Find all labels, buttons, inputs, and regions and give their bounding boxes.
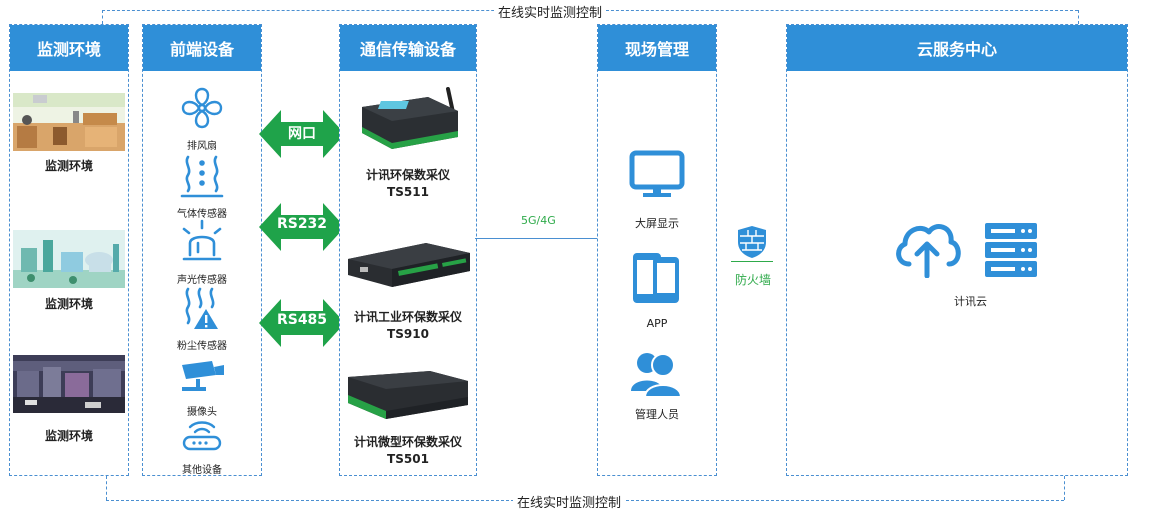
interface-label-rs232: RS232 (276, 216, 328, 232)
frontend-column: 前端设备 排风扇 气体传感器 (142, 24, 262, 476)
ts501-device-image (348, 371, 468, 419)
interface-arrow-ethernet: 网口 (259, 108, 345, 160)
monitor-icon (629, 150, 685, 197)
router-icon (182, 421, 222, 451)
env-column-title: 监测环境 (10, 25, 128, 71)
people-icon (631, 353, 683, 398)
comm-column-title: 通信传输设备 (340, 25, 476, 71)
comm-column: 通信传输设备 计讯环保数采仪 TS511 计讯工业环保数采仪 TS910 计讯微… (339, 24, 477, 476)
ts910-device-image (348, 243, 470, 287)
interface-arrow-rs485: RS485 (259, 297, 345, 349)
frontend-column-title: 前端设备 (143, 25, 261, 71)
env-column: 监测环境 监测环境 监测环境 (9, 24, 129, 476)
bottom-loop-label: 在线实时监测控制 (513, 492, 626, 511)
ts910-model: TS910 (387, 327, 429, 341)
camera-icon (182, 361, 224, 391)
env-label-2: 监测环境 (44, 297, 93, 311)
interface-label-rs485: RS485 (276, 312, 328, 328)
device-other: 其他设备 (143, 415, 261, 476)
env-label-1: 监测环境 (44, 159, 93, 173)
cloud-upload-icon (896, 224, 961, 278)
device-gas-sensor: 气体传感器 (143, 153, 261, 220)
top-loop-label: 在线实时监测控制 (494, 2, 607, 21)
firewall-icon (738, 226, 766, 258)
top-loop-left (102, 10, 103, 24)
device-label-alarm-light: 声光传感器 (177, 275, 227, 286)
fan-icon (181, 87, 223, 129)
city-scene-image (13, 355, 125, 413)
site-column-title: 现场管理 (598, 25, 716, 71)
factory-scene-image (13, 230, 125, 288)
bottom-loop-left (106, 476, 107, 500)
site-label-monitor: 大屏显示 (635, 217, 679, 230)
gas-sensor-icon (180, 155, 224, 198)
server-icon (985, 223, 1037, 277)
dust-sensor-icon (185, 287, 218, 329)
device-label-dust-sensor: 粉尘传感器 (177, 341, 227, 352)
device-alarm-light: 声光传感器 (143, 219, 261, 286)
firewall-divider (731, 261, 773, 262)
alarm-light-icon (182, 219, 222, 261)
network-link-line (475, 238, 597, 239)
ts910-name: 计讯工业环保数采仪 (353, 310, 462, 324)
device-label-camera: 摄像头 (187, 407, 217, 418)
device-label-fan: 排风扇 (187, 141, 217, 152)
ts501-name: 计讯微型环保数采仪 (353, 435, 462, 449)
ts511-device-image (362, 87, 458, 149)
env-label-3: 监测环境 (44, 429, 93, 443)
site-column: 现场管理 大屏显示 APP 管理人员 (597, 24, 717, 476)
cloud-column-title: 云服务中心 (787, 25, 1127, 71)
interface-arrow-rs232: RS232 (259, 201, 345, 253)
ts511-model: TS511 (387, 185, 429, 199)
cloud-column: 云服务中心 计讯云 (786, 24, 1128, 476)
device-fan: 排风扇 (143, 85, 261, 152)
site-label-app: APP (646, 317, 668, 330)
device-label-gas-sensor: 气体传感器 (177, 209, 227, 220)
firewall-label: 防火墙 (735, 273, 772, 287)
site-label-staff: 管理人员 (635, 408, 679, 421)
device-camera: 摄像头 (143, 357, 261, 418)
ts501-model: TS501 (387, 452, 429, 466)
ts511-name: 计讯环保数采仪 (365, 168, 450, 182)
device-label-other: 其他设备 (182, 465, 222, 476)
bottom-loop-right (1064, 476, 1065, 500)
cloud-label: 计讯云 (954, 295, 987, 308)
kitchen-scene-image (13, 93, 125, 151)
phone-icon (633, 253, 679, 303)
interface-label-ethernet: 网口 (288, 126, 316, 142)
top-loop-right (1078, 10, 1079, 24)
network-link-label: 5G/4G (521, 214, 556, 227)
device-dust-sensor: 粉尘传感器 (143, 285, 261, 352)
